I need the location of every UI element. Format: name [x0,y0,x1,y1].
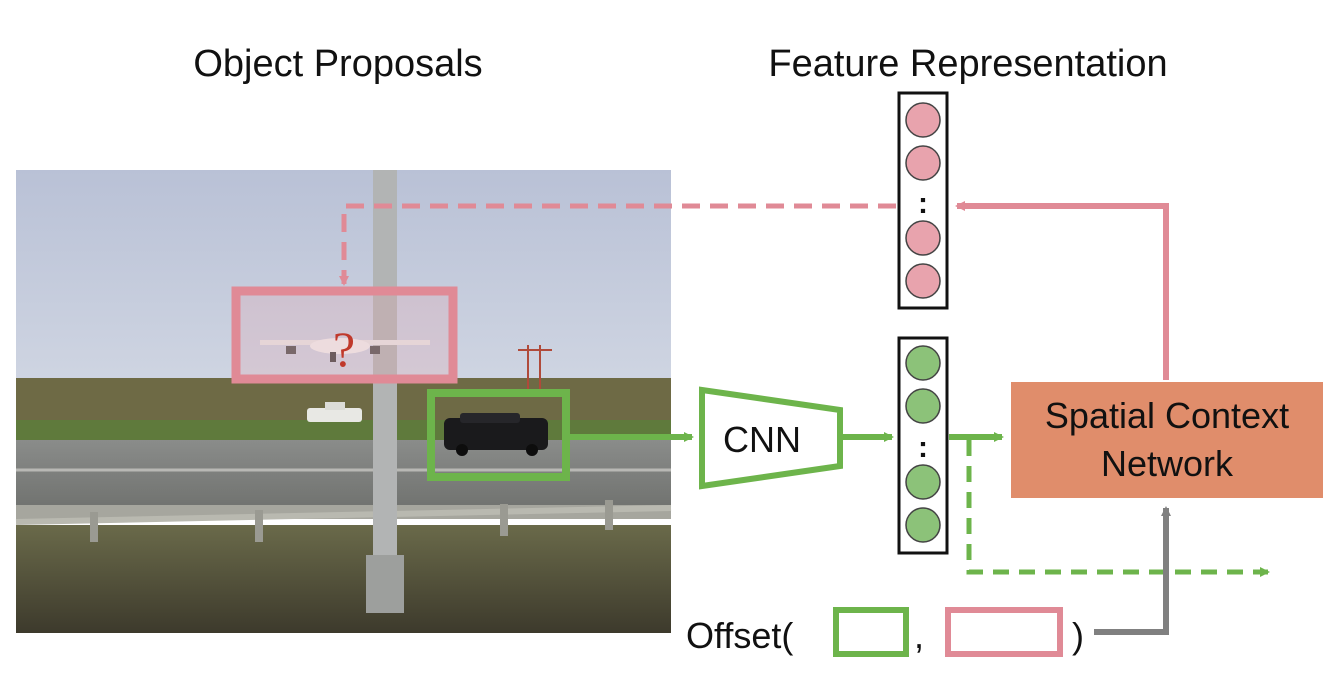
proposal-box-pink[interactable] [231,286,458,384]
photo-rail-post [500,504,508,536]
feature-node-green [905,345,941,381]
feature-node-pink [905,145,941,181]
photo-suv-wheel [456,444,468,456]
feature-node-pink [905,263,941,299]
heading-object-proposals: Object Proposals [193,43,482,85]
feature-node-green [905,388,941,424]
photo-light-pole-base [366,555,404,613]
photo-grass-foreground [16,525,671,633]
photo-rail-post [605,500,613,530]
feature-vector-pink: : [897,91,949,310]
dashed-green-output [966,440,1270,577]
arrow-scn-to-pink-vector [955,201,1169,380]
offset-comma: , [914,615,924,656]
heading-feature-representation: Feature Representation [768,43,1167,85]
photo-airplane [260,338,430,362]
proposal-box-green[interactable] [427,389,570,481]
photo-guardrail [15,505,672,525]
proposal-question-mark: ? [333,321,355,377]
feature-vector-green-ellipsis: : [918,431,928,464]
scn-label-line1: Spatial Context [1045,395,1289,436]
dashed-pink-feedback [339,203,896,286]
feature-node-green [905,464,941,500]
scn-label-line2: Network [1101,443,1234,484]
photo-suv-wheel [526,444,538,456]
scene-photo [15,170,672,633]
photo-black-suv-roof [460,413,520,423]
offset-close-paren: ) [1072,615,1084,656]
photo-white-truck-cab [325,402,345,410]
photo-white-truck [307,408,362,422]
offset-label: Offset( [686,615,793,656]
arrow-offset-to-scn [1094,506,1171,635]
offset-pink-box-icon [945,607,1063,657]
photo-road [16,440,671,512]
photo-rail-post [255,510,263,542]
offset-green-box-icon [833,607,909,657]
photo-rail-post [90,512,98,542]
photo-black-suv [444,418,548,450]
cnn-label: CNN [723,419,801,460]
feature-node-pink [905,220,941,256]
photo-light-pole [373,170,397,560]
cnn-block[interactable] [699,386,843,490]
feature-vector-green: : [897,336,949,555]
feature-node-green [905,507,941,543]
spatial-context-network-block[interactable] [1011,382,1323,498]
feature-node-pink [905,102,941,138]
feature-vector-pink-ellipsis: : [918,187,928,220]
